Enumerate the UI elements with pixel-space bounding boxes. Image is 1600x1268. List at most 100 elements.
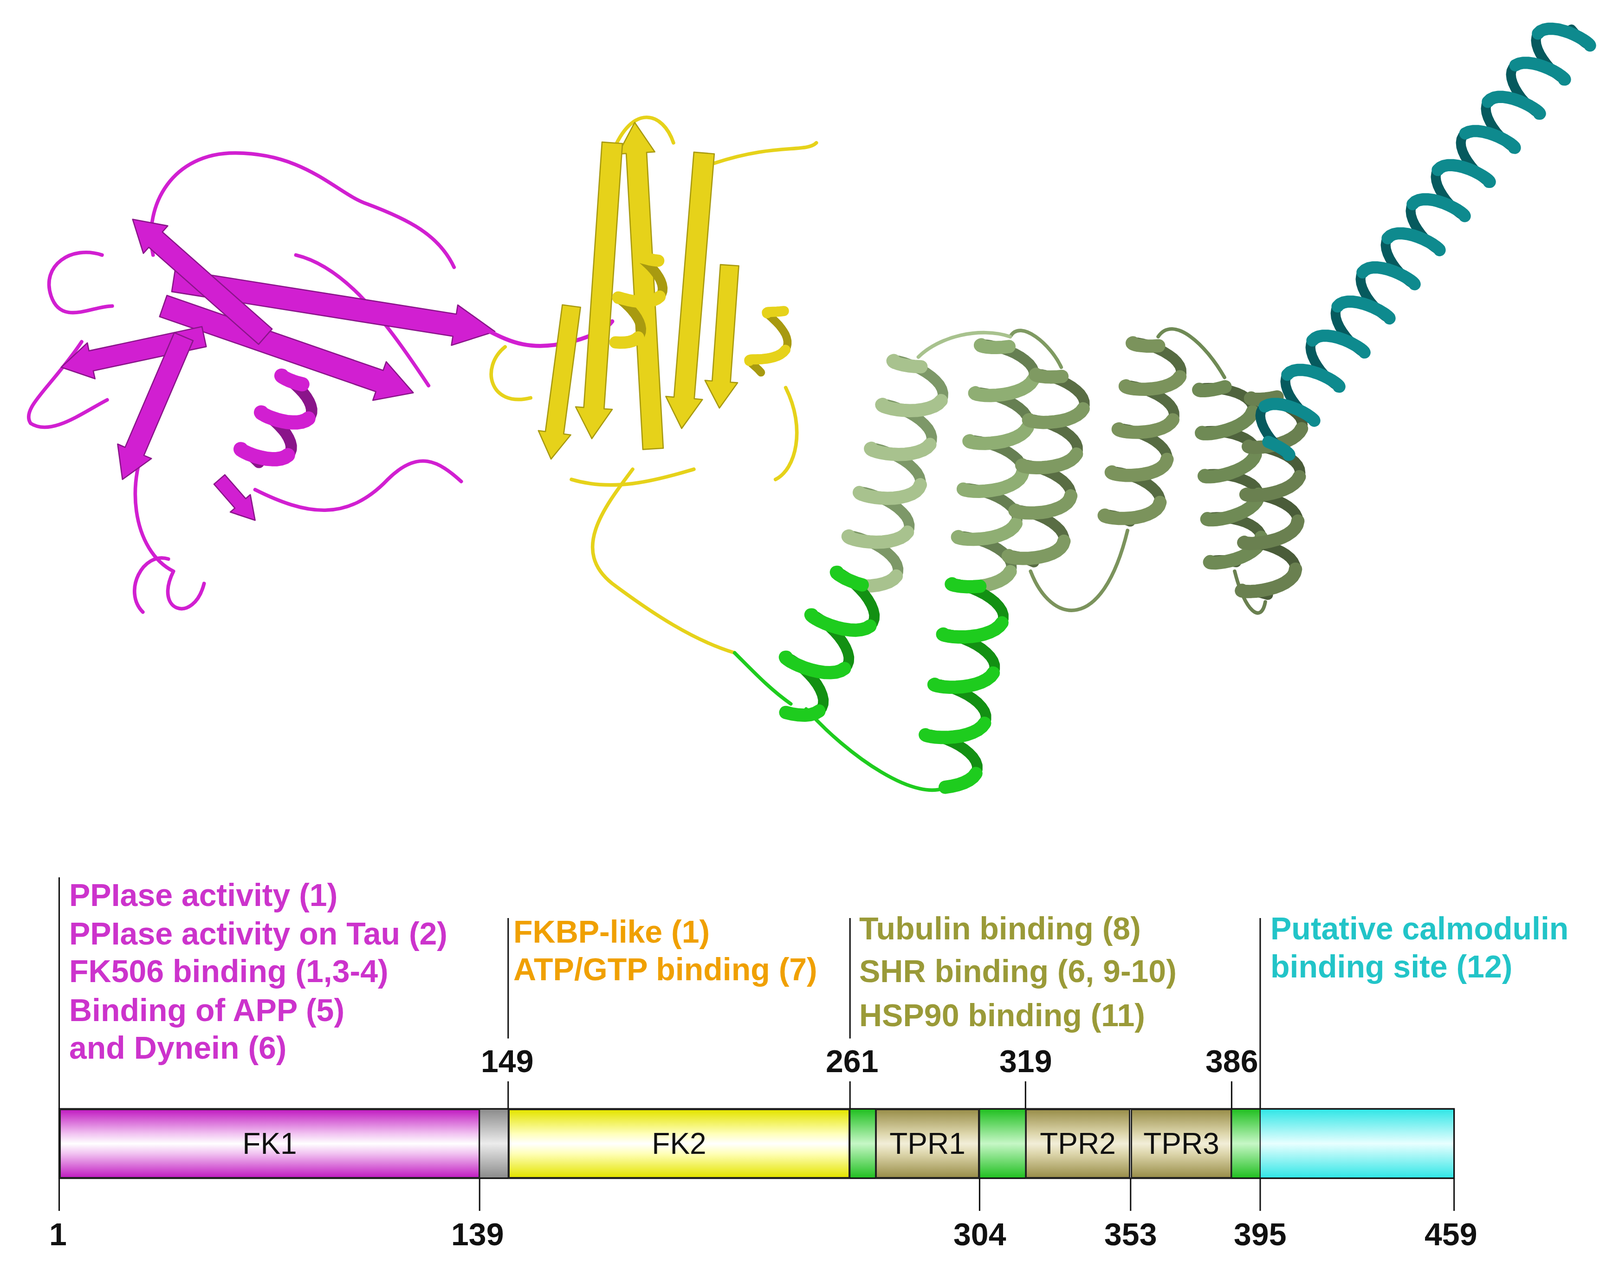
- alpha-helix: [1028, 408, 1084, 423]
- tick-line: [978, 1178, 981, 1212]
- alpha-helix: [1021, 453, 1077, 468]
- alpha-helix: [1537, 28, 1590, 46]
- alpha-helix: [1412, 199, 1465, 216]
- beta-strand: [132, 219, 273, 345]
- alpha-helix: [1487, 97, 1540, 114]
- tick-line: [479, 1178, 481, 1212]
- alpha-helix: [870, 444, 930, 455]
- coil-loop: [806, 709, 950, 791]
- coil-loop: [49, 252, 113, 313]
- alpha-helix: [1243, 521, 1298, 544]
- domain-name: FK2: [651, 1128, 707, 1159]
- linker-segment: [979, 1108, 1026, 1179]
- tick-line: [507, 918, 509, 1039]
- tick-line: [1129, 1178, 1132, 1212]
- coil-loop: [491, 346, 531, 400]
- alpha-helix: [785, 657, 845, 673]
- alpha-helix: [1387, 233, 1440, 251]
- residue-number: 139: [451, 1215, 504, 1254]
- coil-loop: [1010, 330, 1062, 368]
- alpha-helix: [925, 723, 985, 738]
- function-annotation: HSP90 binding (11): [859, 996, 1146, 1035]
- function-annotation: SHR binding (6, 9-10): [859, 952, 1177, 991]
- function-annotation: FKBP-like (1): [513, 912, 710, 951]
- alpha-helix: [1198, 386, 1225, 391]
- function-annotation: Putative calmodulin binding site (12): [1270, 909, 1591, 986]
- alpha-helix: [1515, 62, 1566, 80]
- alpha-helix: [1035, 374, 1062, 377]
- tick-line: [849, 918, 851, 1039]
- linker-segment: [1231, 1108, 1261, 1179]
- alpha-helix: [749, 349, 786, 362]
- domain-bar: [59, 877, 1455, 1212]
- residue-number: 149: [480, 1042, 534, 1081]
- alpha-helix: [1104, 502, 1160, 519]
- alpha-helix: [1201, 411, 1253, 434]
- domain-name: FK1: [242, 1128, 297, 1159]
- domain-segment: TPR3: [1130, 1108, 1232, 1179]
- alpha-helix: [1111, 459, 1167, 476]
- alpha-helix: [1008, 541, 1064, 559]
- alpha-helix: [1132, 342, 1159, 346]
- domain-segment: FK2: [508, 1108, 850, 1179]
- alpha-helix: [1241, 569, 1296, 592]
- alpha-helix: [848, 532, 908, 543]
- alpha-helix: [1125, 376, 1180, 390]
- function-annotation: Tubulin binding (8): [859, 909, 1141, 948]
- alpha-helix: [1245, 476, 1300, 496]
- function-annotation: FK506 binding (1,3-4): [69, 952, 389, 991]
- alpha-helix: [969, 427, 1028, 444]
- alpha-helix: [1014, 495, 1071, 513]
- tick-line: [507, 1081, 509, 1109]
- alpha-helix: [893, 360, 921, 367]
- residue-number: 319: [999, 1042, 1052, 1081]
- alpha-helix: [1465, 130, 1516, 148]
- coil-loop: [151, 153, 455, 268]
- domain-segment: TPR2: [1025, 1108, 1131, 1179]
- alpha-helix: [957, 523, 1017, 540]
- beta-strand: [575, 142, 623, 439]
- residue-number: 386: [1205, 1042, 1258, 1081]
- beta-strand: [618, 122, 664, 450]
- alpha-helix: [980, 344, 1010, 348]
- tick-line: [1259, 1178, 1261, 1212]
- domain-segment: FK1: [59, 1108, 480, 1179]
- residue-number: 304: [953, 1215, 1006, 1254]
- residue-number: 1: [49, 1215, 67, 1254]
- alpha-helix: [615, 337, 639, 343]
- tick-line: [1453, 1178, 1455, 1212]
- alpha-helix: [618, 296, 660, 302]
- alpha-helix: [281, 375, 303, 384]
- beta-strand: [705, 264, 739, 409]
- alpha-helix: [974, 379, 1034, 396]
- function-annotation: ATP/GTP binding (7): [513, 950, 818, 989]
- alpha-helix: [1268, 441, 1290, 455]
- function-annotation: and Dynein (6): [69, 1028, 287, 1067]
- tick-lines: [59, 877, 1455, 1212]
- residue-number: 261: [825, 1042, 879, 1081]
- alpha-helix: [1437, 165, 1490, 182]
- bar-outline: [59, 1108, 1455, 1179]
- linker-segment: [849, 1108, 876, 1179]
- tick-line: [58, 1178, 60, 1212]
- beta-strand: [665, 152, 714, 429]
- alpha-helix: [951, 583, 981, 587]
- alpha-helix: [1204, 454, 1256, 477]
- alpha-helix: [639, 256, 659, 261]
- alpha-helix: [1312, 335, 1365, 353]
- beta-strand: [538, 304, 581, 460]
- alpha-helix: [1337, 301, 1390, 319]
- alpha-helix: [933, 673, 994, 688]
- residue-number: 395: [1233, 1215, 1287, 1254]
- alpha-helix: [785, 711, 820, 716]
- alpha-helix: [810, 615, 870, 631]
- residue-number: 459: [1424, 1215, 1477, 1254]
- alpha-helix: [963, 472, 1023, 492]
- alpha-helix: [942, 622, 1003, 638]
- alpha-helix: [1264, 403, 1315, 421]
- ribbon-structure: [28, 28, 1591, 791]
- tick-line: [1230, 1081, 1233, 1109]
- alpha-helix: [1118, 419, 1173, 433]
- residue-number: 353: [1104, 1215, 1157, 1254]
